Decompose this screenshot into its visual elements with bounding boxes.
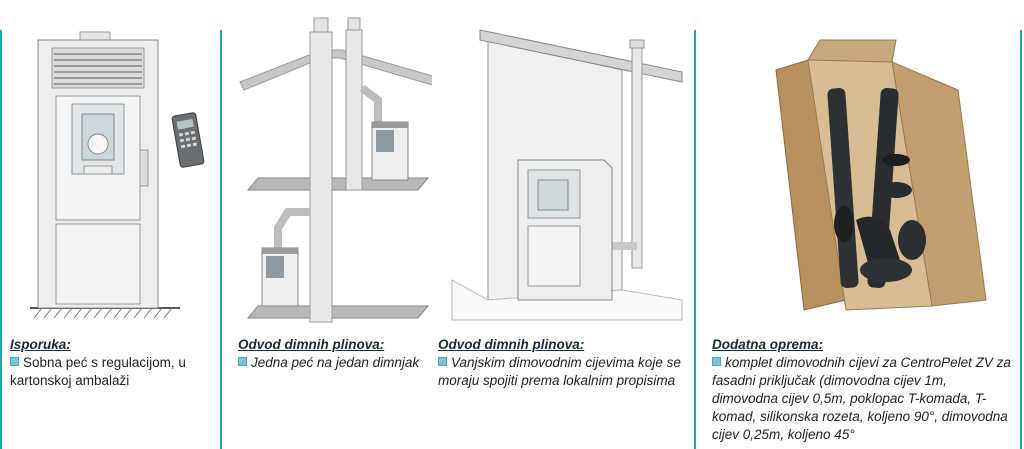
caption-text: Jedna peć na jedan dimnjak (251, 355, 420, 370)
panel-external-pipe: Odvod dimnih plinova: Vanjskim dimovodni… (432, 0, 694, 449)
bullet-icon (10, 357, 19, 366)
bullet-icon (238, 357, 247, 366)
caption-text: Sobna peć s regulacijom, u kartonskoj am… (10, 355, 186, 388)
caption-text: Vanjskim dimovodnim cijevima koje se mor… (438, 355, 681, 388)
bullet-icon (712, 357, 721, 366)
caption-chimney: Odvod dimnih plinova: Jedna peć na jedan… (238, 336, 438, 372)
pipe-kit-box-illustration (775, 39, 987, 311)
caption-heading: Odvod dimnih plinova: (238, 337, 385, 352)
panel-divider (1020, 30, 1022, 449)
panel-divider (220, 30, 222, 449)
stove-illustration (30, 31, 205, 319)
panel-chimney: Odvod dimnih plinova: Jedna peć na jedan… (222, 0, 432, 449)
external-pipe-illustration (451, 29, 683, 321)
two-floor-chimney-illustration (239, 17, 432, 323)
caption-heading: Isporuka: (10, 337, 71, 352)
caption-accessories: Dodatna oprema: komplet dimovodnih cijev… (712, 336, 1012, 444)
panel-accessories: Dodatna oprema: komplet dimovodnih cijev… (696, 0, 1020, 449)
panel-delivery: Isporuka: Sobna peć s regulacijom, u kar… (0, 0, 220, 449)
panel-divider (0, 30, 2, 449)
caption-heading: Dodatna oprema: (712, 337, 824, 352)
caption-external-pipe: Odvod dimnih plinova: Vanjskim dimovodni… (438, 336, 694, 390)
caption-text: komplet dimovodnih cijevi za CentroPelet… (712, 355, 1011, 442)
bullet-icon (438, 357, 447, 366)
caption-heading: Odvod dimnih plinova: (438, 337, 585, 352)
caption-delivery: Isporuka: Sobna peć s regulacijom, u kar… (10, 336, 215, 390)
panel-divider (694, 30, 696, 449)
